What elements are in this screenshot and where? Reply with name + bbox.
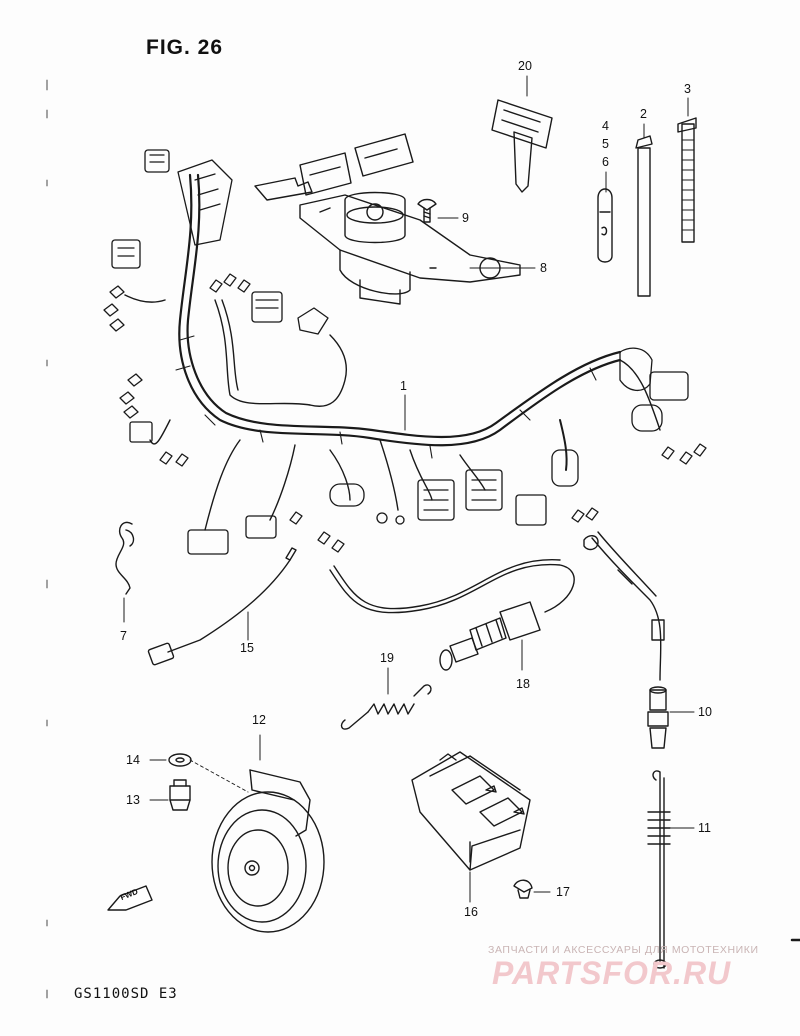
horn-assembly [149,734,325,933]
callout-4: 4 [602,119,609,133]
callout-9: 9 [462,211,469,225]
harness-connectors [103,149,707,555]
rear-stop-switch [329,559,575,671]
model-code: GS1100SD E3 [74,986,178,1002]
callout-5: 5 [602,137,609,151]
callout-19: 19 [380,651,394,665]
small-screw [513,879,551,899]
front-brake-switch [583,531,695,749]
forward-arrow [107,885,153,911]
watermark-subtitle: ЗАПЧАСТИ И АКСЕССУАРЫ ДЛЯ МОТОТЕХНИКИ [488,944,759,956]
callout-11: 11 [698,821,711,835]
ignition-switch [254,133,536,305]
margin-marks [46,79,800,999]
watermark-brand: PARTSFOR.RU [492,955,732,991]
callout-13: 13 [126,793,140,807]
callout-17: 17 [556,885,570,899]
callout-8: 8 [540,261,547,275]
key-part [491,75,553,193]
clamps-and-bands [597,97,697,297]
callout-7: 7 [120,629,127,643]
callout-18: 18 [516,677,530,691]
switch-rod [647,770,695,969]
callout-12: 12 [252,713,266,727]
callout-1: 1 [400,379,407,393]
relay-unit [411,751,531,903]
figure-title: FIG. 26 [146,36,224,59]
callout-6: 6 [602,155,609,169]
callout-20: 20 [518,59,532,73]
callout-14: 14 [126,753,140,767]
wire-clamp [115,521,135,623]
return-spring [340,667,432,730]
callout-3: 3 [684,82,691,96]
callout-10: 10 [698,705,712,719]
lead-wire [147,547,297,666]
wiring-harness [124,173,661,531]
callout-2: 2 [640,107,647,121]
callout-16: 16 [464,905,478,919]
callout-15: 15 [240,641,254,655]
